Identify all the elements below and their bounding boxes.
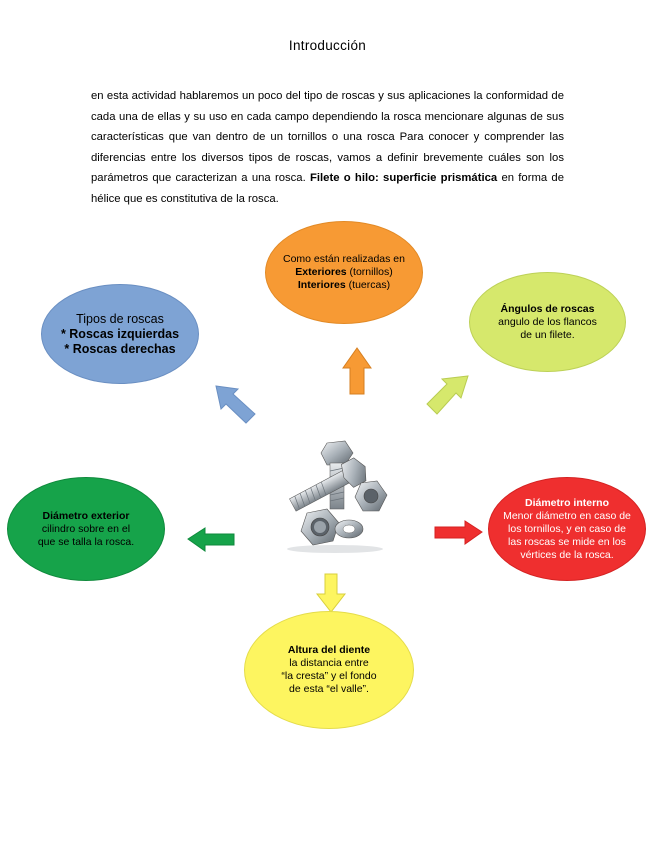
node-tipos-roscas: Tipos de roscas * Roscas izquierdas * Ro… (41, 284, 199, 384)
node-interno-line3: las roscas se mide en los (508, 535, 626, 548)
node-interno-line2: los tornillos, y en caso de (508, 522, 626, 535)
node-realizadas-tuercas: (tuercas) (345, 279, 391, 291)
arrow-right-red (434, 520, 483, 545)
arrow-upleft-blue (215, 385, 256, 424)
arrow-upright-lime (426, 375, 469, 415)
node-altura-line3: de esta “el valle”. (289, 683, 369, 695)
node-exterior-line1: cilindro sobre en el (41, 522, 131, 535)
node-realizadas-tornillos: (tornillos) (346, 266, 393, 278)
node-tipos-izquierdas: * Roscas izquierdas (60, 326, 180, 341)
node-interno-line4: vértices de la rosca. (520, 548, 614, 561)
intro-text: en esta actividad hablaremos un poco del… (91, 90, 564, 185)
node-altura-line2: “la cresta” y el fondo (281, 670, 377, 682)
node-diametro-exterior: Diámetro exterior cilindro sobre en el q… (7, 477, 165, 581)
node-exterior-title: Diámetro exterior (42, 509, 130, 522)
node-realizadas: Como están realizadas en Exteriores (tor… (265, 221, 423, 324)
intro-bold-term: Filete o hilo: superficie prismática (310, 172, 498, 185)
node-realizadas-interiores: Interiores (297, 279, 346, 291)
node-angulos-line1: angulo de los flancos (498, 315, 597, 328)
node-realizadas-line1: Como están realizadas en (283, 253, 405, 265)
node-diametro-interno: Diámetro interno Menor diámetro en caso … (488, 477, 646, 581)
node-tipos-title: Tipos de roscas (76, 311, 164, 326)
node-interno-title: Diámetro interno (524, 496, 609, 509)
intro-text-end: en forma de hélice que es constitutiva d… (91, 172, 564, 205)
node-exterior-line2: que se talla la rosca. (37, 535, 135, 548)
node-angulos-line2: de un filete. (520, 328, 575, 341)
node-altura-diente: Altura del diente la distancia entre “la… (244, 611, 414, 729)
bolts-and-nuts-icon (287, 440, 388, 553)
arrow-down-yellow (315, 573, 347, 613)
node-altura-title: Altura del diente (287, 644, 371, 656)
node-realizadas-exteriores: Exteriores (295, 266, 347, 278)
arrow-up-orange (342, 347, 372, 395)
intro-paragraph: en esta actividad hablaremos un poco del… (91, 86, 564, 210)
node-angulos-title: Ángulos de roscas (500, 302, 595, 315)
node-altura-line1: la distancia entre (289, 657, 369, 669)
node-realizadas-line2: Exteriores (tornillos) (295, 266, 392, 279)
node-interno-line1: Menor diámetro en caso de (503, 509, 631, 522)
node-tipos-derechas: * Roscas derechas (64, 341, 176, 356)
node-realizadas-line3: Interiores (tuercas) (298, 279, 390, 292)
node-angulos: Ángulos de roscas angulo de los flancos … (469, 272, 626, 372)
page-title: Introducción (288, 38, 367, 53)
arrow-left-green (187, 527, 235, 552)
